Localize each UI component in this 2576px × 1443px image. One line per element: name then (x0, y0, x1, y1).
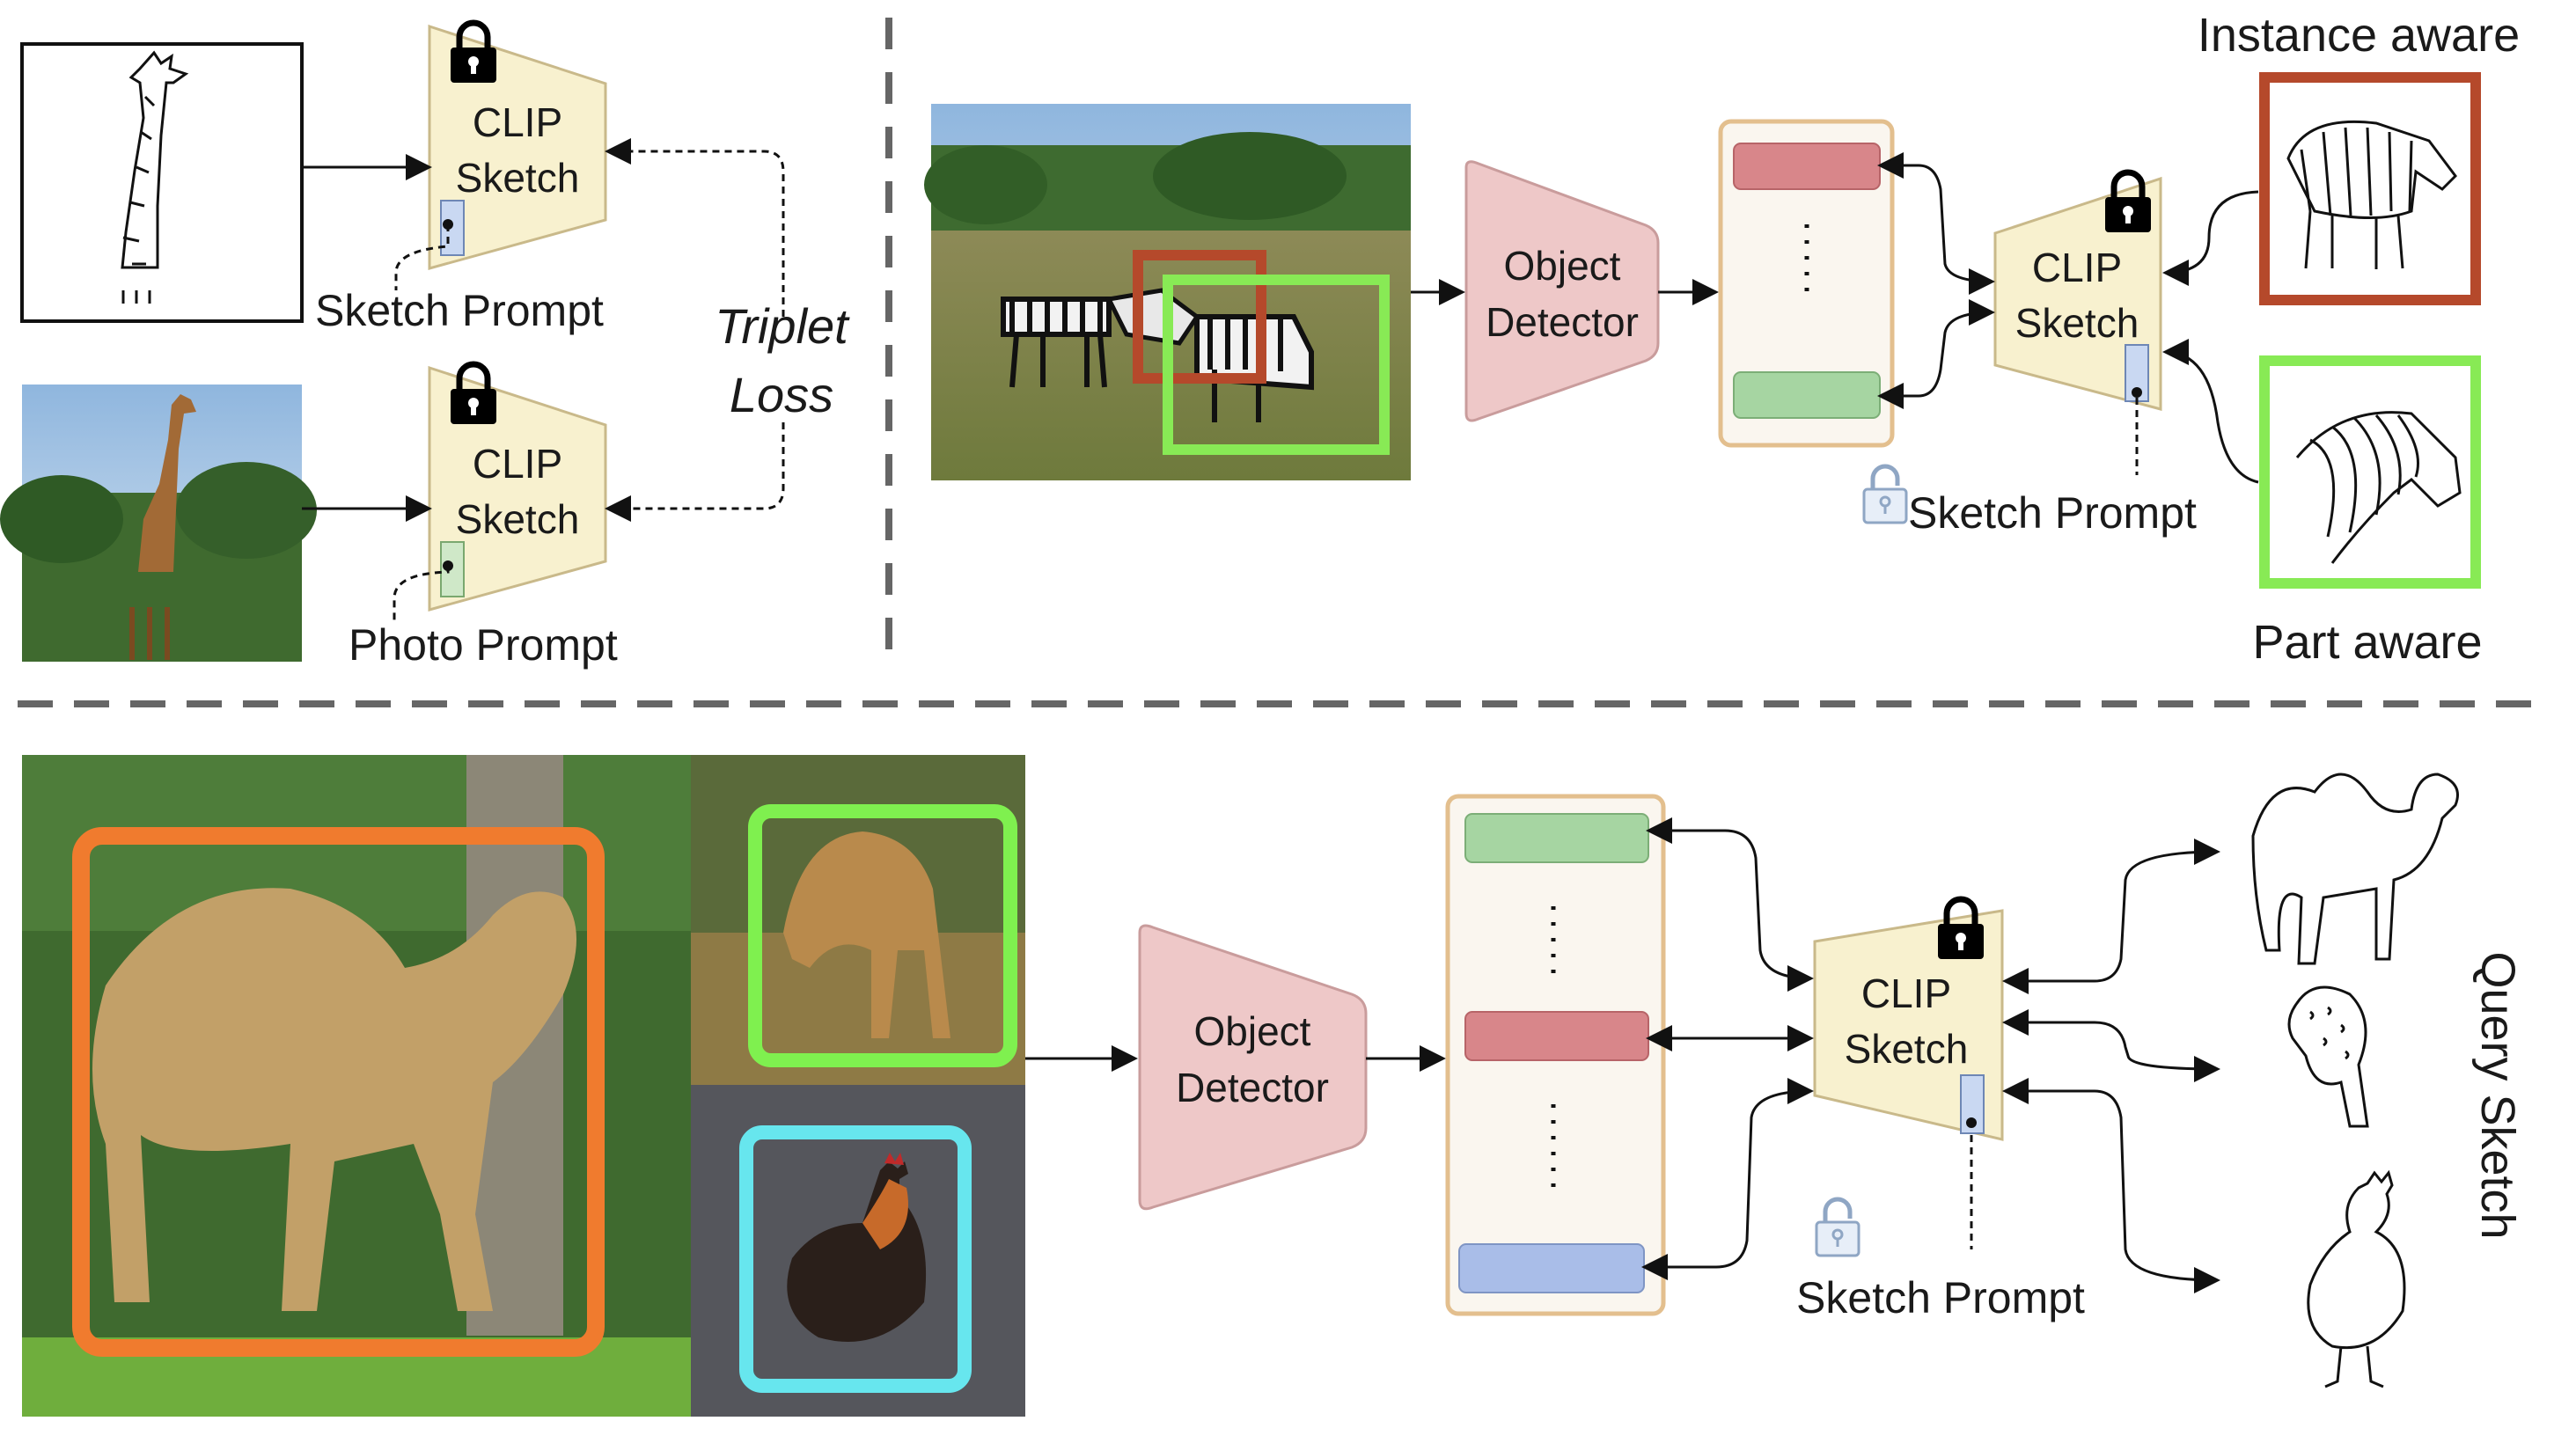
detector-label: Detector (1486, 299, 1639, 345)
sketch-label: Sketch (1845, 1026, 1969, 1072)
lock-icon (451, 364, 496, 424)
lock-icon (1938, 899, 1984, 959)
part-box-on-photo (1163, 275, 1390, 455)
green-feature-bar (1464, 813, 1649, 863)
clip-label: CLIP (473, 441, 562, 487)
giraffe-sketch-icon (121, 50, 189, 304)
camel-photo (22, 755, 691, 1417)
object-detector-top: Object Detector (1464, 160, 1660, 422)
zebra-sketch-icon (2286, 120, 2457, 269)
sketch-prompt-label-bottom: Sketch Prompt (1796, 1273, 2085, 1322)
sketch-label: Sketch (456, 496, 580, 542)
zebra-photo (924, 104, 1411, 480)
clip-label: CLIP (473, 99, 562, 145)
query-sketch-label: Query Sketch (2471, 951, 2524, 1239)
photo-prompt-label: Photo Prompt (349, 620, 618, 670)
part-aware-sketch (2259, 355, 2481, 589)
lock-icon (2105, 172, 2151, 232)
blue-feature-bar (1458, 1243, 1645, 1293)
part-aware-label: Part aware (2252, 616, 2482, 669)
query-sketches (2251, 773, 2459, 1388)
detector-label: Detector (1176, 1065, 1329, 1110)
giraffe-box (748, 804, 1017, 1067)
object-label: Object (1194, 1008, 1311, 1054)
feature-panel-bottom (1445, 794, 1666, 1316)
unlock-icon (1864, 466, 1906, 523)
instance-aware-sketch (2259, 72, 2481, 305)
clip-label: CLIP (2032, 245, 2122, 290)
sketch-label: Sketch (2015, 300, 2139, 346)
giraffe-sketch-frame (20, 42, 304, 323)
sketch-label: Sketch (456, 155, 580, 201)
red-feature-bar (1733, 143, 1881, 190)
clip-label: CLIP (1861, 971, 1951, 1016)
camel-sketch-icon (2251, 773, 2459, 965)
clip-sketch-encoder-bottom: CLIP Sketch (1813, 899, 2004, 1141)
lock-icon (451, 23, 496, 83)
camel-box (72, 827, 605, 1357)
green-feature-bar (1733, 371, 1881, 419)
unlock-icon (1816, 1199, 1859, 1256)
zebra-sketch-icon (2295, 411, 2462, 564)
clip-sketch-encoder-photo: CLIP Sketch (428, 364, 607, 612)
giraffe-photo (0, 385, 317, 662)
sketch-prompt-label: Sketch Prompt (315, 286, 604, 335)
rooster-box (739, 1125, 972, 1393)
triplet-loss-label: Triplet (715, 298, 850, 354)
giraffe-part-sketch-icon (2287, 985, 2369, 1128)
instance-aware-label: Instance aware (2198, 9, 2520, 62)
instance-box-on-photo (1133, 250, 1266, 384)
feature-panel-top (1718, 119, 1895, 448)
clip-sketch-encoder-sketch: CLIP Sketch (428, 23, 607, 270)
object-label: Object (1504, 243, 1621, 289)
rooster-sketch-icon (2307, 1169, 2406, 1388)
sketch-prompt-label-top: Sketch Prompt (1908, 488, 2197, 538)
triplet-loss-label-2: Loss (730, 367, 833, 422)
object-detector-bottom: Object Detector (1138, 924, 1368, 1211)
clip-sketch-encoder-top: CLIP Sketch (1993, 172, 2162, 411)
red-feature-bar (1464, 1011, 1649, 1061)
